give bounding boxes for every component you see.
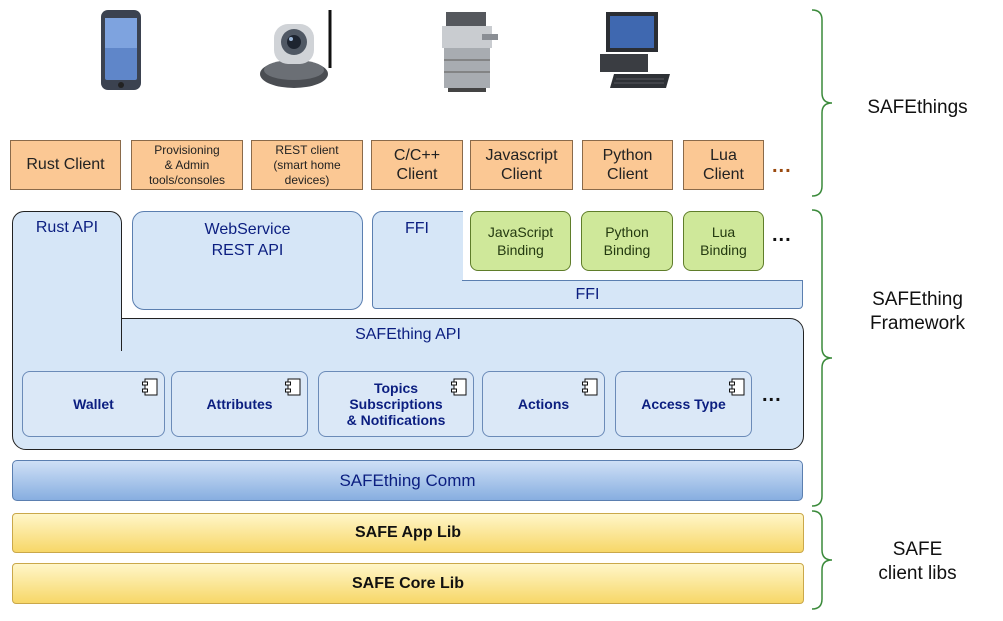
component-label: Wallet [73,395,114,412]
component-actions: Actions [482,371,605,437]
group-label-things: SAFEthings [867,97,968,118]
brace-libs [811,510,833,610]
component-icon [729,378,745,396]
client-provisioning: Provisioning & Admin tools/consoles [131,140,243,190]
component-label: Attributes [206,395,273,412]
binding-label: JavaScript Binding [487,223,554,258]
computer-icon [592,8,672,94]
component-wallet: Wallet [22,371,165,437]
rust-api-label: Rust API [35,219,99,236]
component-icon [451,378,467,396]
client-label: REST client (smart home devices) [273,142,341,187]
ffi-bar-label: FFI [575,286,600,303]
webservice-rest-api: WebService REST API [132,211,363,310]
client-label: Javascript Client [485,146,558,183]
client-label: Python Client [602,146,653,183]
component-icon [142,378,158,396]
client-label: Lua Client [703,146,744,183]
client-rest: REST client (smart home devices) [251,140,363,190]
component-label: Actions [517,395,570,412]
rust-api-join [13,318,121,324]
client-label: Provisioning & Admin tools/consoles [148,142,226,187]
phone-icon [98,8,146,94]
component-label: Access Type [641,395,726,412]
safe-core-lib: SAFE Core Lib [12,563,804,604]
client-lua: Lua Client [683,140,764,190]
safe-app-lib: SAFE App Lib [12,513,804,553]
ffi-top-label: FFI [405,220,429,237]
ffi-bar [462,280,803,309]
client-label: Rust Client [26,156,105,174]
binding-ellipsis: ... [772,224,792,246]
client-ellipsis: ... [772,155,792,177]
client-rust: Rust Client [10,140,121,190]
binding-javascript: JavaScript Binding [470,211,571,271]
client-label: C/C++ Client [393,146,441,183]
client-javascript: Javascript Client [470,140,573,190]
client-cpp: C/C++ Client [371,140,463,190]
core-lib-label: SAFE Core Lib [351,574,464,592]
binding-label: Lua Binding [700,223,747,258]
binding-label: Python Binding [603,223,651,258]
component-topics: Topics Subscriptions & Notifications [318,371,474,437]
component-access-type: Access Type [615,371,752,437]
printer-icon [438,8,500,94]
binding-lua: Lua Binding [683,211,764,271]
camera-icon [258,8,338,94]
brace-things [811,9,833,197]
component-attributes: Attributes [171,371,308,437]
group-label-libs: SAFE client libs [878,539,957,584]
rust-api-panel [12,211,122,351]
group-label-framework: SAFEthing Framework [869,289,965,334]
webservice-label: WebService REST API [204,221,291,259]
safething-api-label: SAFEthing API [355,326,461,343]
brace-framework [811,209,833,507]
binding-python: Python Binding [581,211,673,271]
component-label: Topics Subscriptions & Notifications [346,379,446,429]
app-lib-label: SAFE App Lib [354,524,462,541]
comm-label: SAFEthing Comm [339,470,476,490]
component-icon [582,378,598,396]
component-ellipsis: ... [762,384,782,406]
safething-comm: SAFEthing Comm [12,460,803,501]
component-icon [285,378,301,396]
client-python: Python Client [582,140,673,190]
